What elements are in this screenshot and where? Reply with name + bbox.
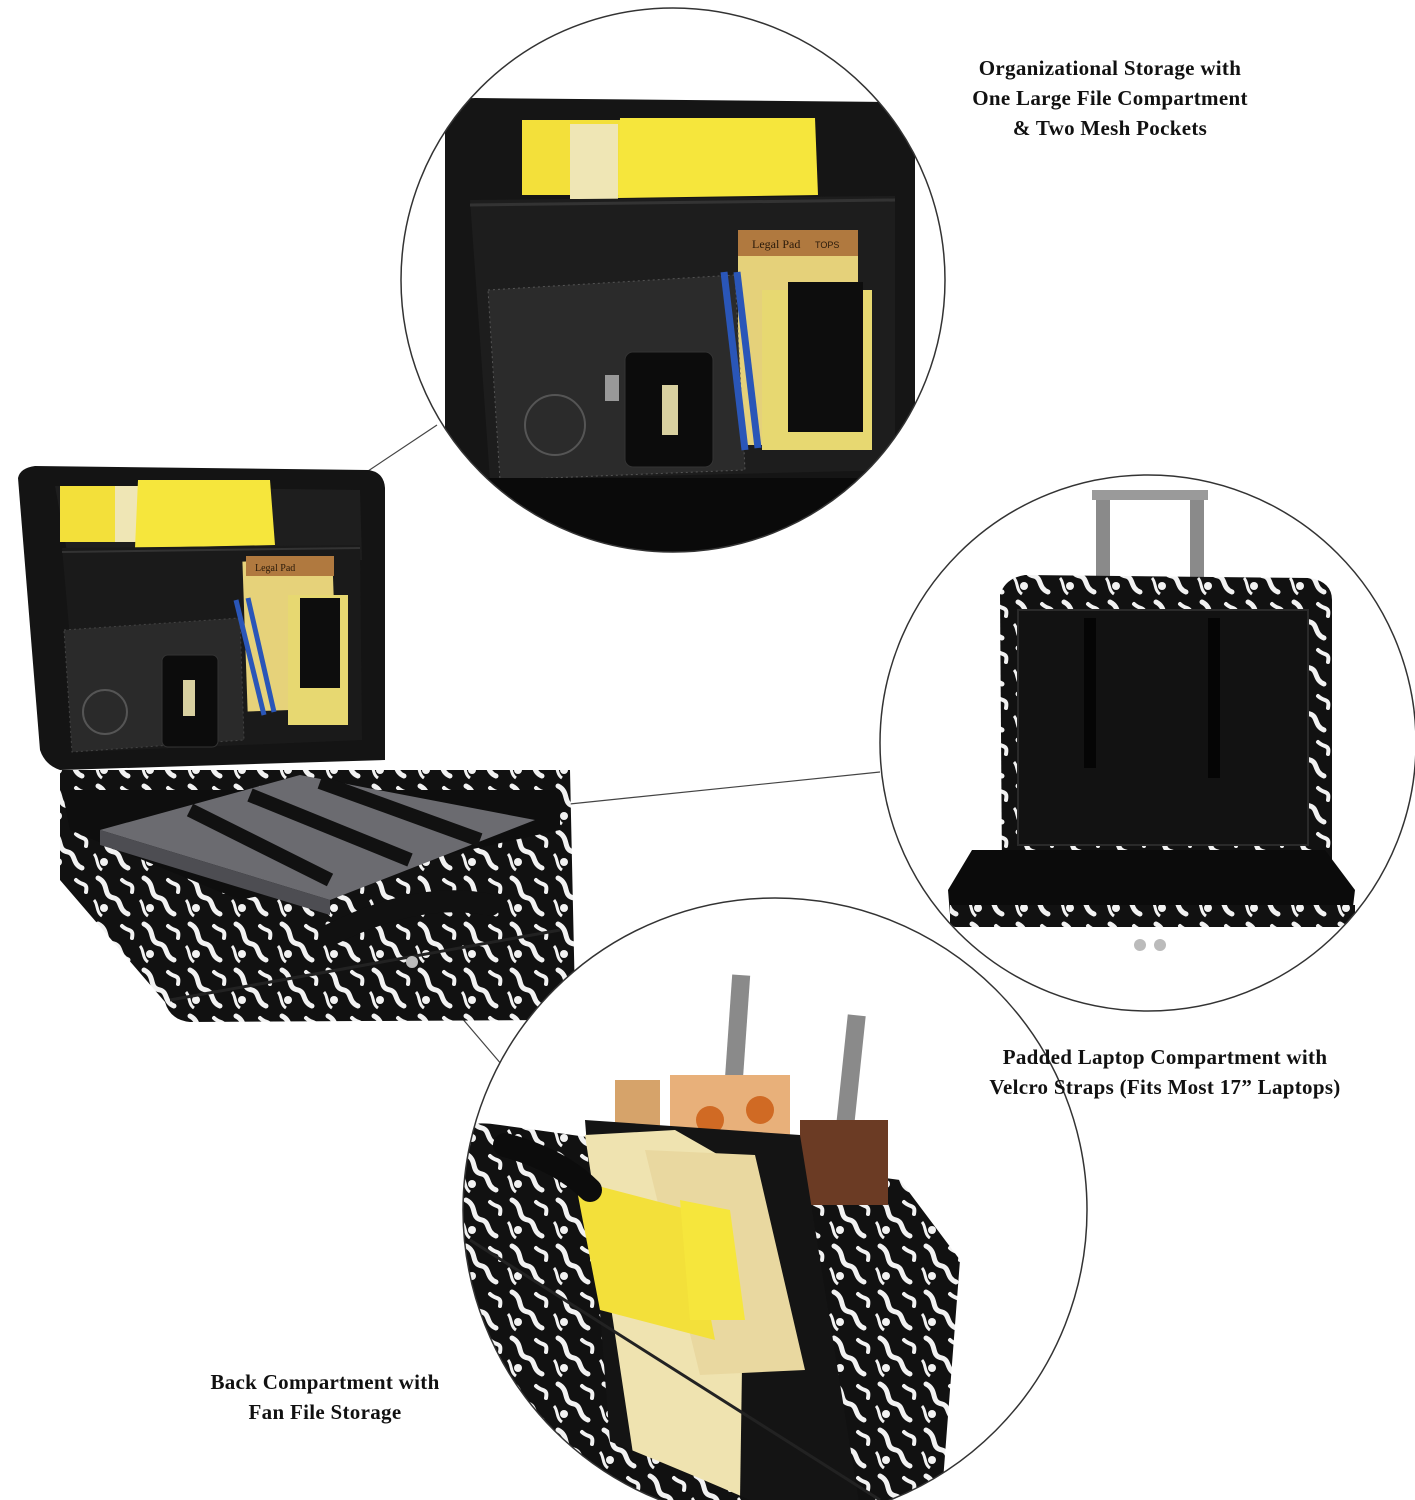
brand-label: TOPS: [815, 240, 839, 250]
legal-pad-label-zoom: Legal Pad: [752, 237, 800, 251]
caption-line: & Two Mesh Pockets: [1012, 116, 1208, 140]
caption-line: Velcro Straps (Fits Most 17” Laptops): [989, 1075, 1341, 1099]
caption-organizational-storage: Organizational Storage with One Large Fi…: [905, 53, 1315, 143]
caption-line: Padded Laptop Compartment with: [1002, 1045, 1328, 1069]
legal-pad-label: Legal Pad: [255, 563, 295, 574]
caption-back-compartment: Back Compartment with Fan File Storage: [150, 1367, 500, 1427]
caption-line: Fan File Storage: [248, 1400, 402, 1424]
main-bag: Legal Pad: [18, 466, 575, 1022]
organizer-detail-circle: Legal Pad TOPS: [400, 7, 946, 553]
caption-laptop-compartment: Padded Laptop Compartment with Velcro St…: [925, 1042, 1405, 1102]
caption-line: One Large File Compartment: [972, 86, 1248, 110]
laptop-compartment-circle: [879, 474, 1415, 1012]
caption-line: Back Compartment with: [210, 1370, 440, 1394]
caption-line: Organizational Storage with: [978, 56, 1242, 80]
